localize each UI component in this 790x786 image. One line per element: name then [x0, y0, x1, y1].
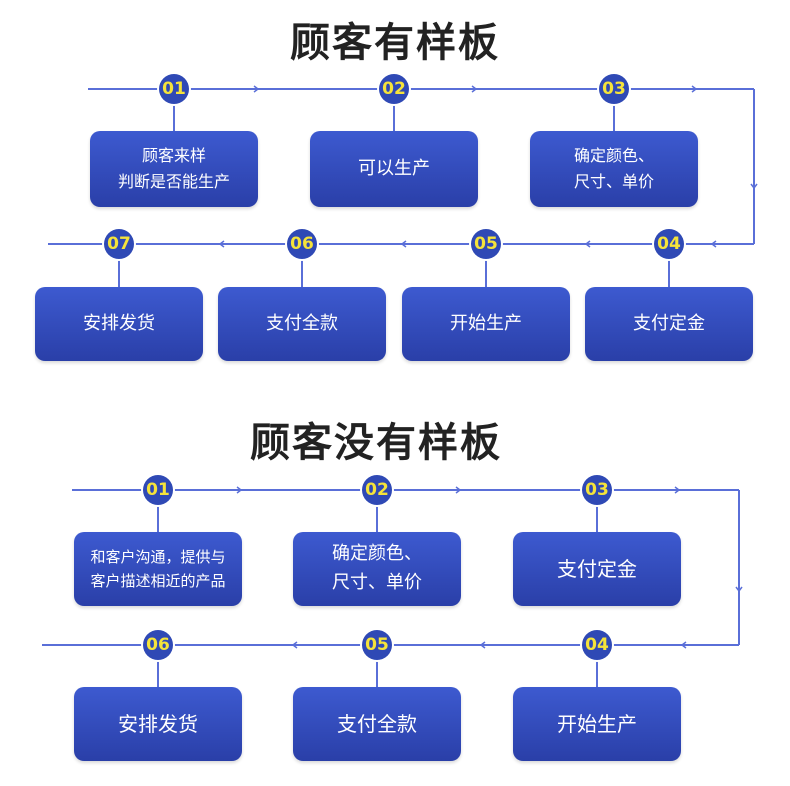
s1-step3-node: 03: [599, 74, 629, 104]
s2-step5-box: 支付全款: [293, 687, 461, 761]
s1-step1-node: 01: [159, 74, 189, 104]
s1-step7-node: 07: [104, 229, 134, 259]
s2-step2-node: 02: [362, 475, 392, 505]
section2-title: 顾客没有样板: [250, 420, 502, 466]
s1-step6-node: 06: [287, 229, 317, 259]
s1-step1-box: 顾客来样 判断是否能生产: [90, 131, 258, 207]
s2-step1-box: 和客户沟通，提供与 客户描述相近的产品: [74, 532, 242, 606]
section1-title: 顾客有样板: [290, 20, 500, 66]
s1-step2-box: 可以生产: [310, 131, 478, 207]
s1-step5-box: 开始生产: [402, 287, 570, 361]
s1-step2-node: 02: [379, 74, 409, 104]
s2-step1-node: 01: [143, 475, 173, 505]
s2-step4-node: 04: [582, 630, 612, 660]
s2-step2-box: 确定颜色、 尺寸、单价: [293, 532, 461, 606]
s1-step6-box: 支付全款: [218, 287, 386, 361]
s2-step3-node: 03: [582, 475, 612, 505]
s1-step4-box: 支付定金: [585, 287, 753, 361]
s2-step3-box: 支付定金: [513, 532, 681, 606]
s2-step5-node: 05: [362, 630, 392, 660]
s1-step7-box: 安排发货: [35, 287, 203, 361]
s1-step3-box: 确定颜色、 尺寸、单价: [530, 131, 698, 207]
s2-step4-box: 开始生产: [513, 687, 681, 761]
s2-step6-node: 06: [143, 630, 173, 660]
s1-step5-node: 05: [471, 229, 501, 259]
s1-step4-node: 04: [654, 229, 684, 259]
s2-step6-box: 安排发货: [74, 687, 242, 761]
